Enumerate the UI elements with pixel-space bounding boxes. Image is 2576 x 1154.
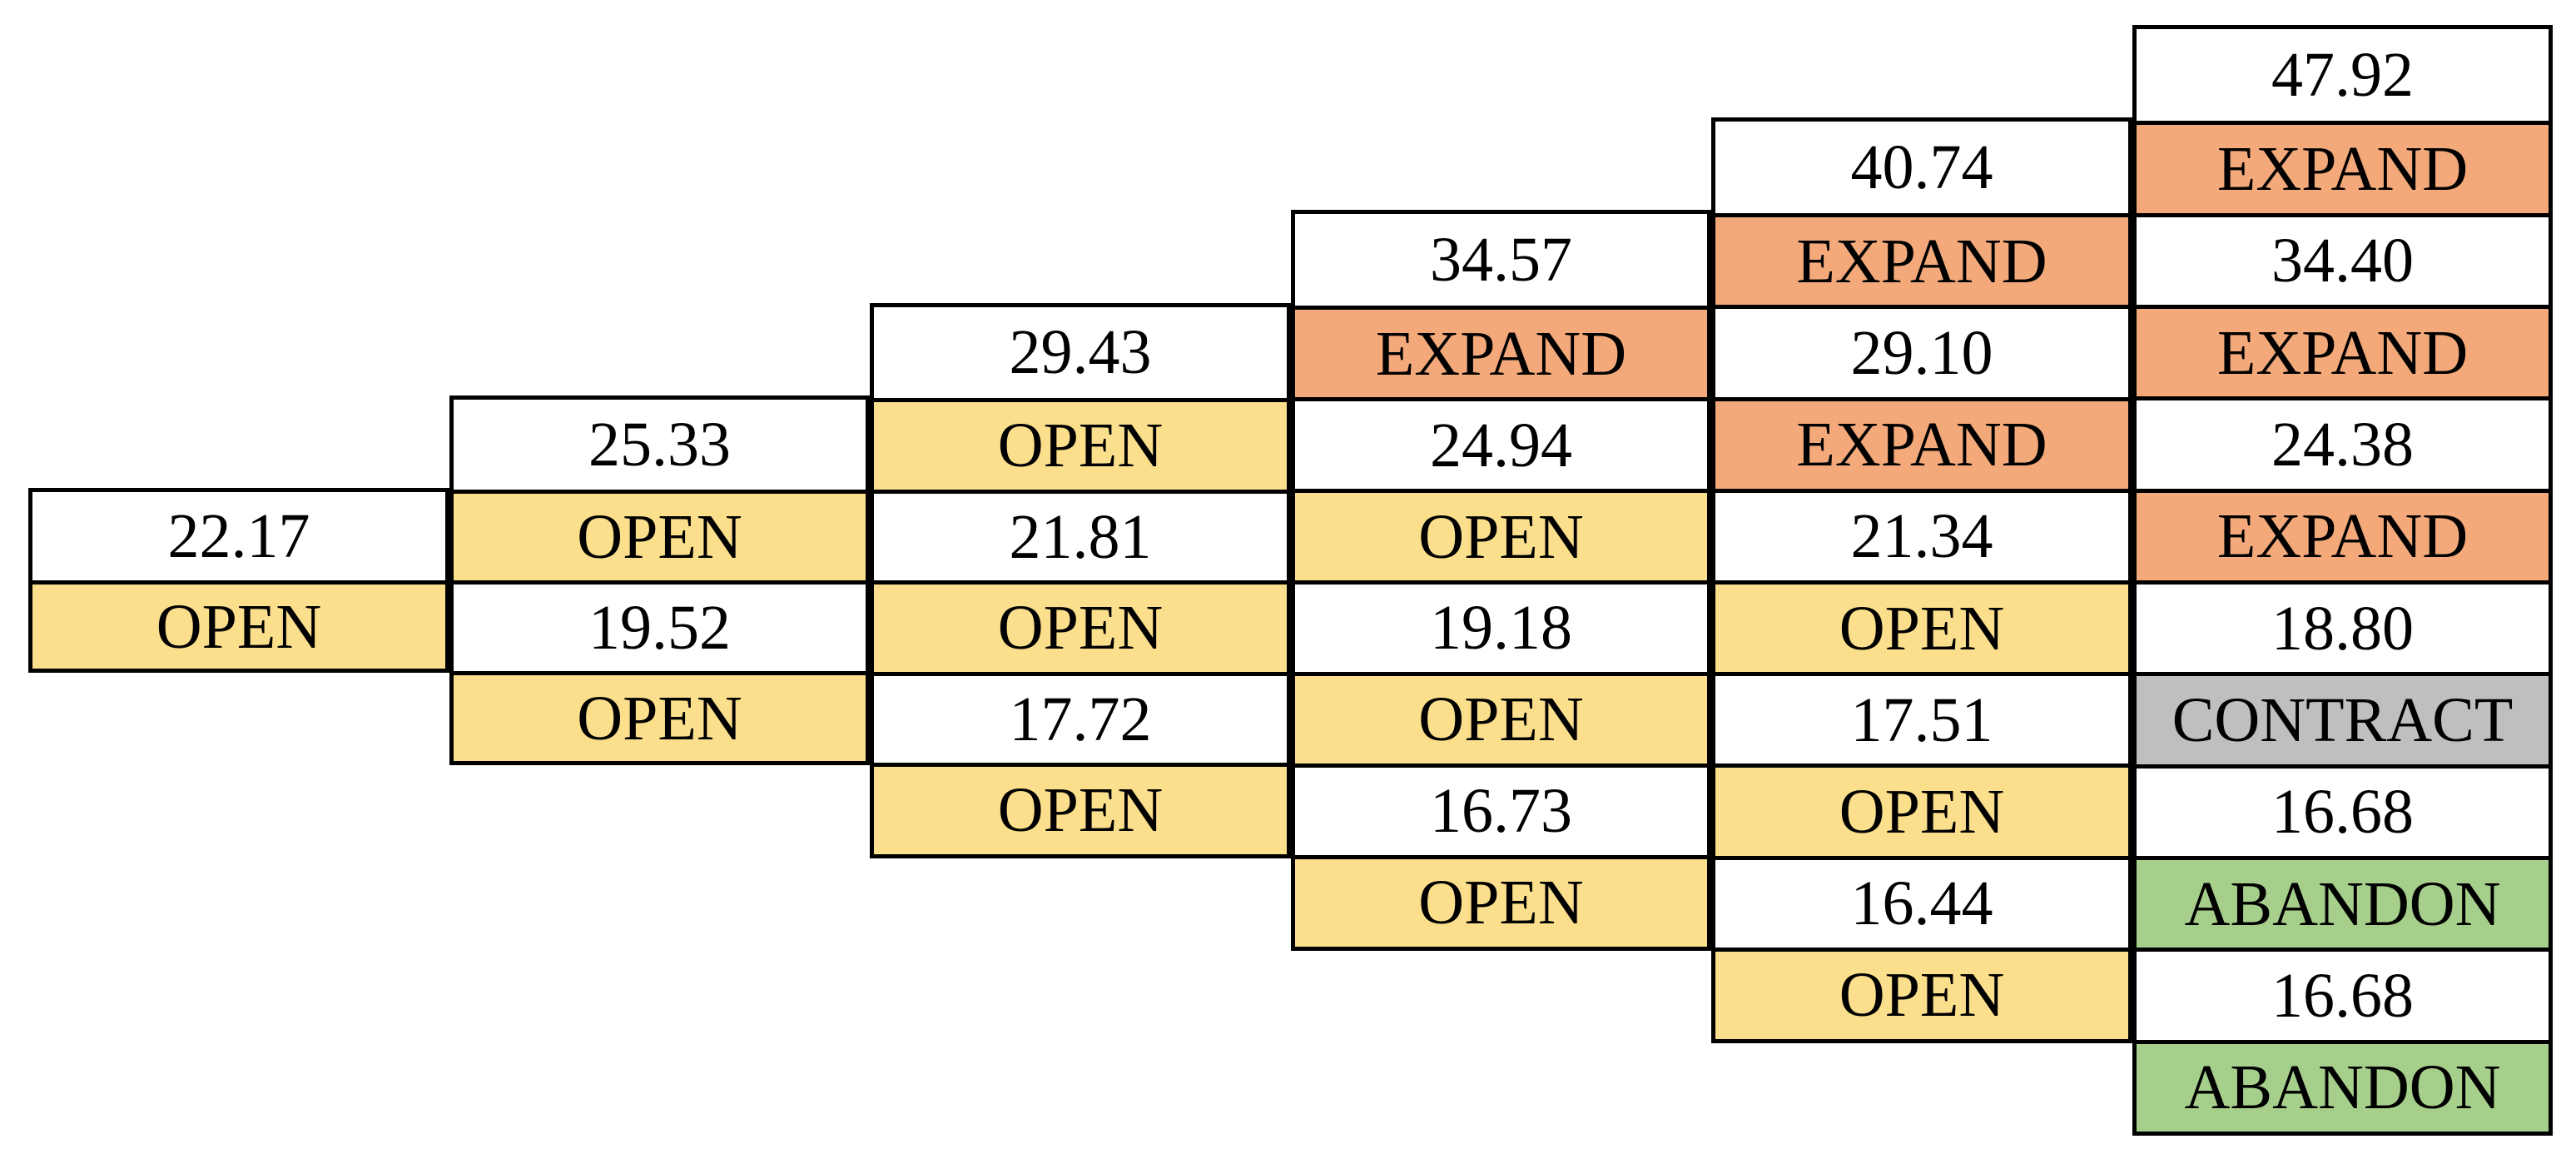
node-decision-open: OPEN (1295, 489, 1707, 580)
node-value: 22.17 (32, 491, 445, 580)
node-value: 17.72 (874, 671, 1287, 763)
node-value: 19.18 (1295, 580, 1707, 672)
node-decision-open: OPEN (1715, 764, 2128, 856)
node-decision-open: OPEN (874, 580, 1287, 672)
node-decision-open: OPEN (1295, 671, 1707, 764)
node-value: 40.74 (1715, 122, 2128, 214)
node-value: 24.94 (1295, 397, 1707, 490)
node-value: 29.10 (1715, 305, 2128, 397)
node-value: 16.73 (1295, 763, 1707, 855)
node-value: 34.57 (1295, 214, 1707, 306)
node-value: 16.44 (1715, 855, 2128, 948)
node-value: 29.43 (874, 306, 1287, 398)
node-decision-open: OPEN (874, 398, 1287, 490)
node-decision-expand: EXPAND (2137, 305, 2549, 397)
node-decision-open: OPEN (454, 670, 866, 762)
node-value: 21.81 (874, 489, 1287, 580)
node-decision-expand: EXPAND (1715, 396, 2128, 489)
node-value: 18.80 (2137, 580, 2549, 673)
node-value: 19.52 (454, 580, 866, 671)
node-value: 47.92 (2137, 29, 2549, 122)
node-value: 24.38 (2137, 396, 2549, 489)
node-decision-open: OPEN (1295, 854, 1707, 947)
node-value: 21.34 (1715, 488, 2128, 580)
node-decision-open: OPEN (1715, 579, 2128, 673)
node-decision-open: OPEN (874, 763, 1287, 854)
node-decision-abandon: ABANDON (2137, 856, 2549, 948)
node-decision-open: OPEN (32, 580, 445, 669)
node-decision-abandon: ABANDON (2137, 1039, 2549, 1132)
node-value: 16.68 (2137, 764, 2549, 857)
node-value: 17.51 (1715, 672, 2128, 764)
node-value: 16.68 (2137, 948, 2549, 1040)
node-value: 34.40 (2137, 212, 2549, 305)
node-value: 25.33 (454, 399, 866, 490)
node-decision-open: OPEN (1715, 947, 2128, 1039)
node-decision-expand: EXPAND (1295, 306, 1707, 398)
node-decision-open: OPEN (454, 490, 866, 580)
node-decision-contract: CONTRACT (2137, 672, 2549, 764)
node-decision-expand: EXPAND (2137, 121, 2549, 213)
node-decision-expand: EXPAND (1715, 213, 2128, 306)
node-decision-expand: EXPAND (2137, 488, 2549, 581)
